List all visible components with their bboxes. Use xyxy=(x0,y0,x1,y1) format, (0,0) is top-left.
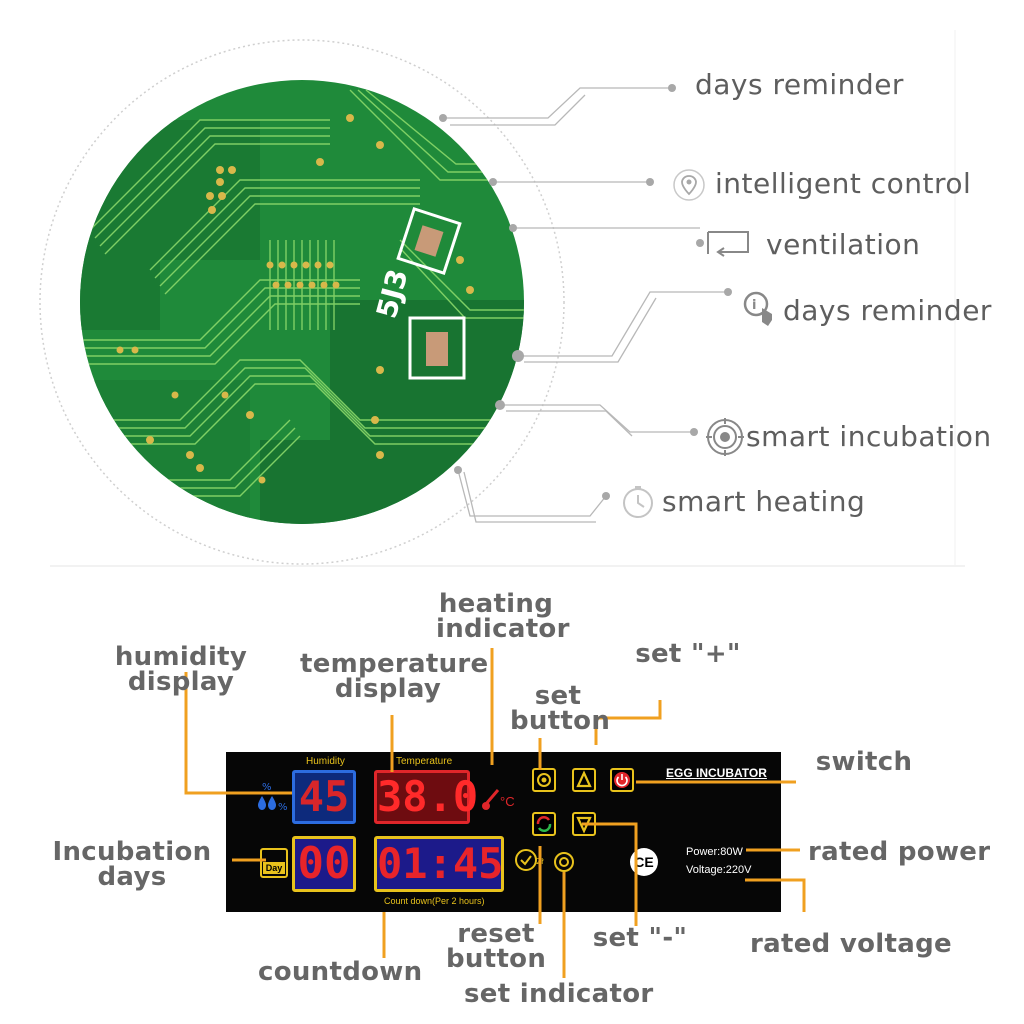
calendar-day-icon: Day xyxy=(260,848,288,878)
temperature-display-callout-line1: temperature xyxy=(300,649,489,679)
circuit-board-image: 5J3 xyxy=(80,80,524,524)
reset-button-callout-line2: button xyxy=(446,944,547,974)
day-icon-label: Day xyxy=(263,862,285,874)
temperature-display-callout-line2: display xyxy=(334,674,442,704)
humidity-display-callout-line2: display xyxy=(127,667,235,697)
power-icon xyxy=(614,772,630,788)
feature-smart-heating-label: smart heating xyxy=(662,485,866,518)
set-button[interactable] xyxy=(532,768,556,792)
voltage-rating: Voltage:220V xyxy=(686,864,752,876)
humidity-label: Humidity xyxy=(306,756,345,767)
countdown-callout: countdown xyxy=(258,957,423,987)
location-pin-icon xyxy=(673,169,705,201)
svg-text:%: % xyxy=(278,802,288,812)
power-rating: Power:80W xyxy=(686,846,743,858)
countdown-display: 01:45 xyxy=(374,836,504,892)
brand-label: EGG INCUBATOR xyxy=(666,766,767,780)
feature-days-reminder-label: days reminder xyxy=(695,68,904,101)
svg-text:i: i xyxy=(752,298,756,313)
humidity-icon: % % xyxy=(258,782,288,812)
thermometer-icon xyxy=(482,789,500,810)
incubation-days-callout-line2: days xyxy=(97,862,167,892)
feature-ventilation-label: ventilation xyxy=(766,228,921,261)
power-switch-button[interactable] xyxy=(610,768,634,792)
reset-button[interactable] xyxy=(532,812,556,836)
humidity-display: 45 xyxy=(292,770,356,824)
feature-days-reminder-2-label: days reminder xyxy=(783,294,992,327)
temperature-display: 38.0 xyxy=(374,770,478,824)
reset-button-callout-line1: reset xyxy=(457,919,535,949)
rated-voltage-callout: rated voltage xyxy=(750,929,952,959)
feature-intelligent-control-label: intelligent control xyxy=(715,167,972,200)
heating-indicator-unit: °C xyxy=(500,794,515,809)
incubation-days-callout-line1: Incubation xyxy=(52,837,212,867)
countdown-label: Count down(Per 2 hours) xyxy=(384,896,485,906)
set-button-callout-line1: set xyxy=(534,681,582,711)
set-minus-callout: set "-" xyxy=(592,923,688,953)
incubation-days-display: 00 xyxy=(292,836,356,892)
set-indicator-callout: set indicator xyxy=(464,979,654,1009)
pcb-illustration: 5J3 xyxy=(39,30,965,567)
timer-icon xyxy=(623,486,653,518)
svg-text:%: % xyxy=(262,782,272,793)
set-plus-callout: set "+" xyxy=(635,639,741,669)
heating-indicator-callout-line2: indicator xyxy=(436,614,570,644)
set-button-callout-line2: button xyxy=(510,706,611,736)
ventilation-icon xyxy=(707,231,749,257)
arrow-up-icon xyxy=(576,770,592,788)
switch-callout: switch xyxy=(815,747,913,777)
temperature-label: Temperature xyxy=(396,756,453,767)
touch-info-icon: i xyxy=(743,291,772,326)
target-icon xyxy=(706,418,744,456)
set-plus-button[interactable] xyxy=(572,768,596,792)
set-indicator-gear-icon xyxy=(554,852,574,872)
control-panel: Humidity Temperature % % 45 38.0 °C Day … xyxy=(226,752,781,912)
heating-indicator-callout-line1: heating xyxy=(438,589,554,619)
feature-smart-incubation-label: smart incubation xyxy=(746,420,992,453)
rated-power-callout: rated power xyxy=(808,837,991,867)
humidity-display-callout-line1: humidity xyxy=(114,642,248,672)
callout-lines xyxy=(184,648,806,978)
reset-arrows-icon xyxy=(536,816,552,832)
gear-icon xyxy=(537,773,551,787)
